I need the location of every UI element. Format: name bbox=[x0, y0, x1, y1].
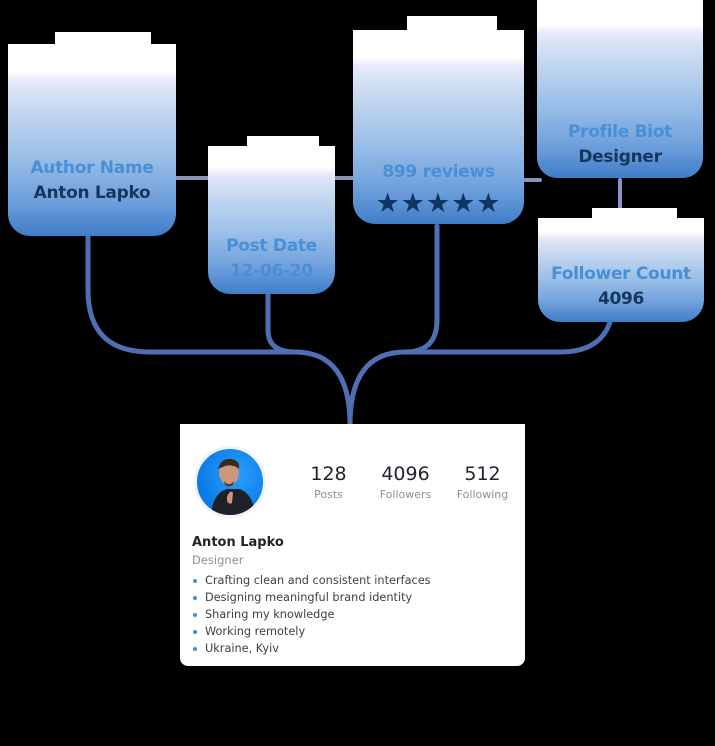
stat-followers[interactable]: 4096 Followers bbox=[367, 462, 444, 504]
star-rating-icon: ★★★★★ bbox=[375, 188, 502, 219]
profile-role: Designer bbox=[192, 553, 244, 567]
avatar[interactable] bbox=[194, 446, 266, 518]
stat-value: 128 bbox=[310, 463, 347, 485]
bio-item: Working remotely bbox=[192, 623, 431, 640]
stats-row: 128 Posts 4096 Followers 512 Following bbox=[290, 462, 521, 504]
node-post-date: Post Date 12-06-20 bbox=[208, 146, 335, 294]
node-value: 12-06-20 bbox=[230, 261, 313, 281]
profile-name: Anton Lapko bbox=[192, 535, 284, 550]
bio-list: Crafting clean and consistent interfaces… bbox=[192, 572, 431, 657]
profile-card: 128 Posts 4096 Followers 512 Following A… bbox=[180, 424, 525, 666]
node-profile-bio: Profile Biot Designer bbox=[537, 0, 703, 178]
stat-posts[interactable]: 128 Posts bbox=[290, 462, 367, 504]
node-label: Profile Biot bbox=[567, 122, 672, 142]
stat-value: 4096 bbox=[381, 463, 430, 485]
stat-label: Posts bbox=[314, 488, 343, 501]
bio-item: Designing meaningful brand identity bbox=[192, 589, 431, 606]
node-value: Anton Lapko bbox=[33, 183, 151, 203]
node-reviews: 899 reviews ★★★★★ bbox=[353, 30, 524, 224]
stat-value: 512 bbox=[464, 463, 501, 485]
node-tab bbox=[407, 16, 497, 34]
person-photo-icon bbox=[211, 458, 255, 515]
node-label: 899 reviews bbox=[382, 162, 495, 182]
bio-item: Crafting clean and consistent interfaces bbox=[192, 572, 431, 589]
node-label: Post Date bbox=[226, 236, 317, 256]
stat-following[interactable]: 512 Following bbox=[444, 462, 521, 504]
node-follower-count: Follower Count 4096 bbox=[538, 218, 704, 322]
node-label: Author Name bbox=[30, 158, 154, 178]
bio-item: Ukraine, Kyiv bbox=[192, 640, 431, 657]
node-value: Designer bbox=[578, 147, 662, 167]
node-author-name: Author Name Anton Lapko bbox=[8, 44, 176, 236]
bio-item: Sharing my knowledge bbox=[192, 606, 431, 623]
stat-label: Following bbox=[456, 488, 509, 501]
node-label: Follower Count bbox=[551, 264, 691, 284]
stat-label: Followers bbox=[379, 488, 432, 501]
node-value: 4096 bbox=[597, 289, 645, 309]
node-tab bbox=[247, 136, 319, 148]
